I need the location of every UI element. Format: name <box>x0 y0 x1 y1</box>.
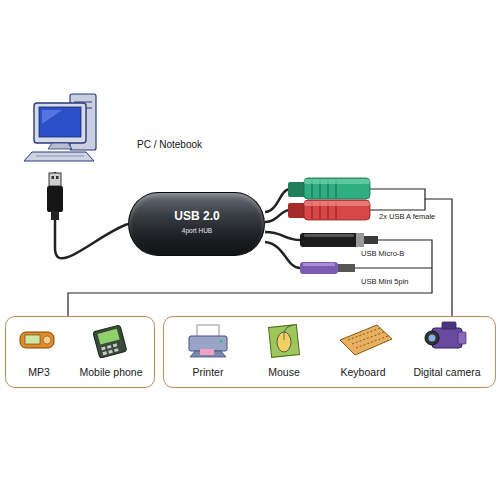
bracket-line <box>355 267 432 268</box>
node-text: USB 2.0 <box>174 210 219 224</box>
cable <box>265 232 300 240</box>
node-text: Keyboard <box>341 366 386 378</box>
node-text: PC / Notebook <box>137 139 202 151</box>
keyboard-icon <box>340 325 392 355</box>
connector-label: USB Micro-B <box>360 250 405 259</box>
printer-icon <box>189 325 227 357</box>
connector-label: USB Mini 5pin <box>360 278 410 287</box>
red-usb-plug <box>288 200 370 220</box>
cable-connector <box>265 189 452 316</box>
mp3-icon <box>20 332 54 348</box>
mobile-phone-icon <box>93 325 127 358</box>
cable-connector <box>55 172 128 258</box>
computer-node: PC / Notebook <box>30 95 206 172</box>
node-text: Digital camera <box>413 366 480 378</box>
green-usb-plug <box>288 178 370 199</box>
camera-icon <box>425 322 466 348</box>
pc-icon <box>24 94 96 161</box>
mouse-icon <box>269 325 300 358</box>
node-text: Mobile phone <box>79 366 142 378</box>
cable <box>265 189 290 212</box>
node-text: Printer <box>193 366 224 378</box>
node-text: Mouse <box>268 366 300 378</box>
connector-label: 2x USB A female <box>378 213 436 222</box>
node-text: 4port HUB <box>182 227 212 234</box>
mini-usb-plug <box>300 262 355 274</box>
usb-a-plug <box>47 173 63 220</box>
cable <box>265 242 300 268</box>
device-group-box: MP3 Mobile phone <box>5 316 155 388</box>
device-group-box: Printer Mouse Keyboard Digital camera <box>163 316 496 388</box>
hub-body: USB 2.0 4port HUB <box>128 192 265 256</box>
node-text: MP3 <box>28 366 50 378</box>
micro-b-plug <box>300 233 378 247</box>
bracket-line <box>370 199 425 210</box>
cable <box>265 210 290 222</box>
